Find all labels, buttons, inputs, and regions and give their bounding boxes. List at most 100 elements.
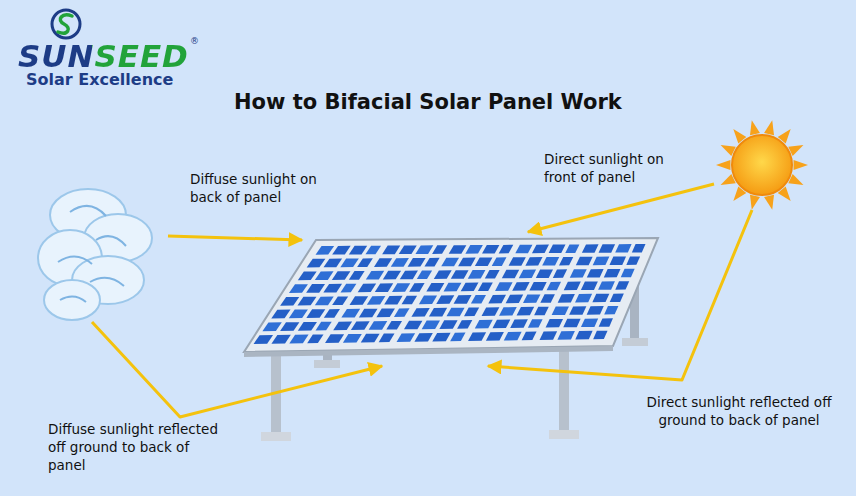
solar-cell <box>358 284 377 293</box>
solar-cell <box>449 245 467 254</box>
solar-cell <box>454 295 472 304</box>
solar-panel <box>244 238 658 357</box>
solar-cell <box>478 282 493 291</box>
solar-cell <box>441 258 459 267</box>
solar-cell <box>581 281 598 290</box>
solar-cell <box>563 319 580 328</box>
solar-cell <box>307 259 326 268</box>
solar-cell <box>519 270 536 279</box>
solar-cell <box>536 269 553 278</box>
sun-ray <box>750 120 760 135</box>
solar-cell <box>492 257 507 266</box>
solar-cell <box>289 284 308 293</box>
solar-cell <box>486 332 504 341</box>
solar-cell <box>451 270 469 279</box>
solar-cell <box>458 258 476 267</box>
solar-cell <box>367 296 386 305</box>
solar-cell <box>376 308 395 317</box>
solar-cell <box>632 244 646 252</box>
solar-cell <box>465 245 483 254</box>
solar-cell <box>615 281 629 290</box>
solar-cell <box>424 258 439 267</box>
solar-cell <box>499 245 514 254</box>
solar-cell <box>593 331 607 340</box>
solar-cell <box>280 322 299 331</box>
sun-ray <box>764 120 774 135</box>
solar-cell <box>515 245 532 254</box>
solar-cell <box>408 258 426 267</box>
solar-cell <box>604 306 618 315</box>
solar-cell <box>557 331 574 340</box>
solar-cell <box>316 246 335 255</box>
solar-cell <box>482 307 500 316</box>
solar-cell <box>598 281 615 290</box>
solar-cell <box>439 320 457 329</box>
solar-cell <box>332 296 348 305</box>
solar-cell <box>324 309 340 318</box>
solar-cell <box>495 282 513 291</box>
solar-cell <box>289 309 308 318</box>
solar-cell <box>547 282 561 291</box>
solar-cell <box>506 295 524 304</box>
solar-cell <box>357 258 373 267</box>
solar-cell <box>280 297 299 306</box>
light-label: Direct sunlight reflected off ground to … <box>644 393 834 429</box>
solar-cell <box>340 258 358 267</box>
solar-cell <box>382 246 400 255</box>
solar-cell <box>351 321 370 330</box>
solar-cell <box>369 321 388 330</box>
solar-cell <box>298 322 317 331</box>
solar-cell <box>475 257 493 266</box>
solar-cell <box>540 294 555 303</box>
solar-cell <box>517 307 535 316</box>
solar-cell <box>332 246 350 255</box>
solar-cell <box>509 257 526 266</box>
solar-cell <box>604 269 621 278</box>
solar-cell <box>587 306 604 315</box>
solar-cell <box>626 256 640 264</box>
solar-cell <box>558 294 575 303</box>
solar-cell <box>417 270 432 279</box>
solar-cell <box>488 295 506 304</box>
solar-cell <box>349 246 367 255</box>
solar-cell <box>414 333 432 342</box>
sun-ray <box>716 160 730 170</box>
solar-cell <box>504 332 522 341</box>
solar-cell <box>415 245 433 254</box>
solar-cell <box>361 334 380 343</box>
solar-cell <box>532 245 549 254</box>
solar-cell <box>552 306 569 315</box>
solar-cell <box>375 283 393 292</box>
solar-cell <box>400 271 418 280</box>
solar-cell <box>323 284 342 293</box>
solar-cell <box>540 331 558 340</box>
solar-cell <box>512 282 529 291</box>
solar-cell <box>565 244 579 253</box>
solar-cell <box>621 269 635 278</box>
solar-cell <box>341 309 360 318</box>
solar-cell <box>315 297 334 306</box>
solar-cell <box>553 269 567 278</box>
solar-cell <box>436 295 454 304</box>
light-label: Diffuse sunlight reflected off ground to… <box>48 420 218 475</box>
solar-cell <box>444 283 462 292</box>
light-label: Diffuse sunlight on back of panel <box>190 170 340 206</box>
solar-cell <box>271 335 290 344</box>
solar-cell <box>298 271 317 280</box>
sun <box>716 120 808 210</box>
registered-mark: ® <box>190 36 199 46</box>
solar-cell <box>542 257 559 266</box>
solar-cell <box>379 333 395 342</box>
solar-cell <box>350 296 369 305</box>
solar-cell <box>333 321 352 330</box>
solar-cell <box>615 244 631 253</box>
solar-cell <box>316 322 332 331</box>
solar-cell <box>306 284 325 293</box>
solar-cell <box>576 257 593 266</box>
solar-cell <box>582 244 599 253</box>
solar-cell <box>391 258 409 267</box>
sun-ray <box>794 160 808 170</box>
solar-cell <box>599 318 613 327</box>
solar-cell <box>570 269 587 278</box>
solar-cell <box>609 256 626 265</box>
